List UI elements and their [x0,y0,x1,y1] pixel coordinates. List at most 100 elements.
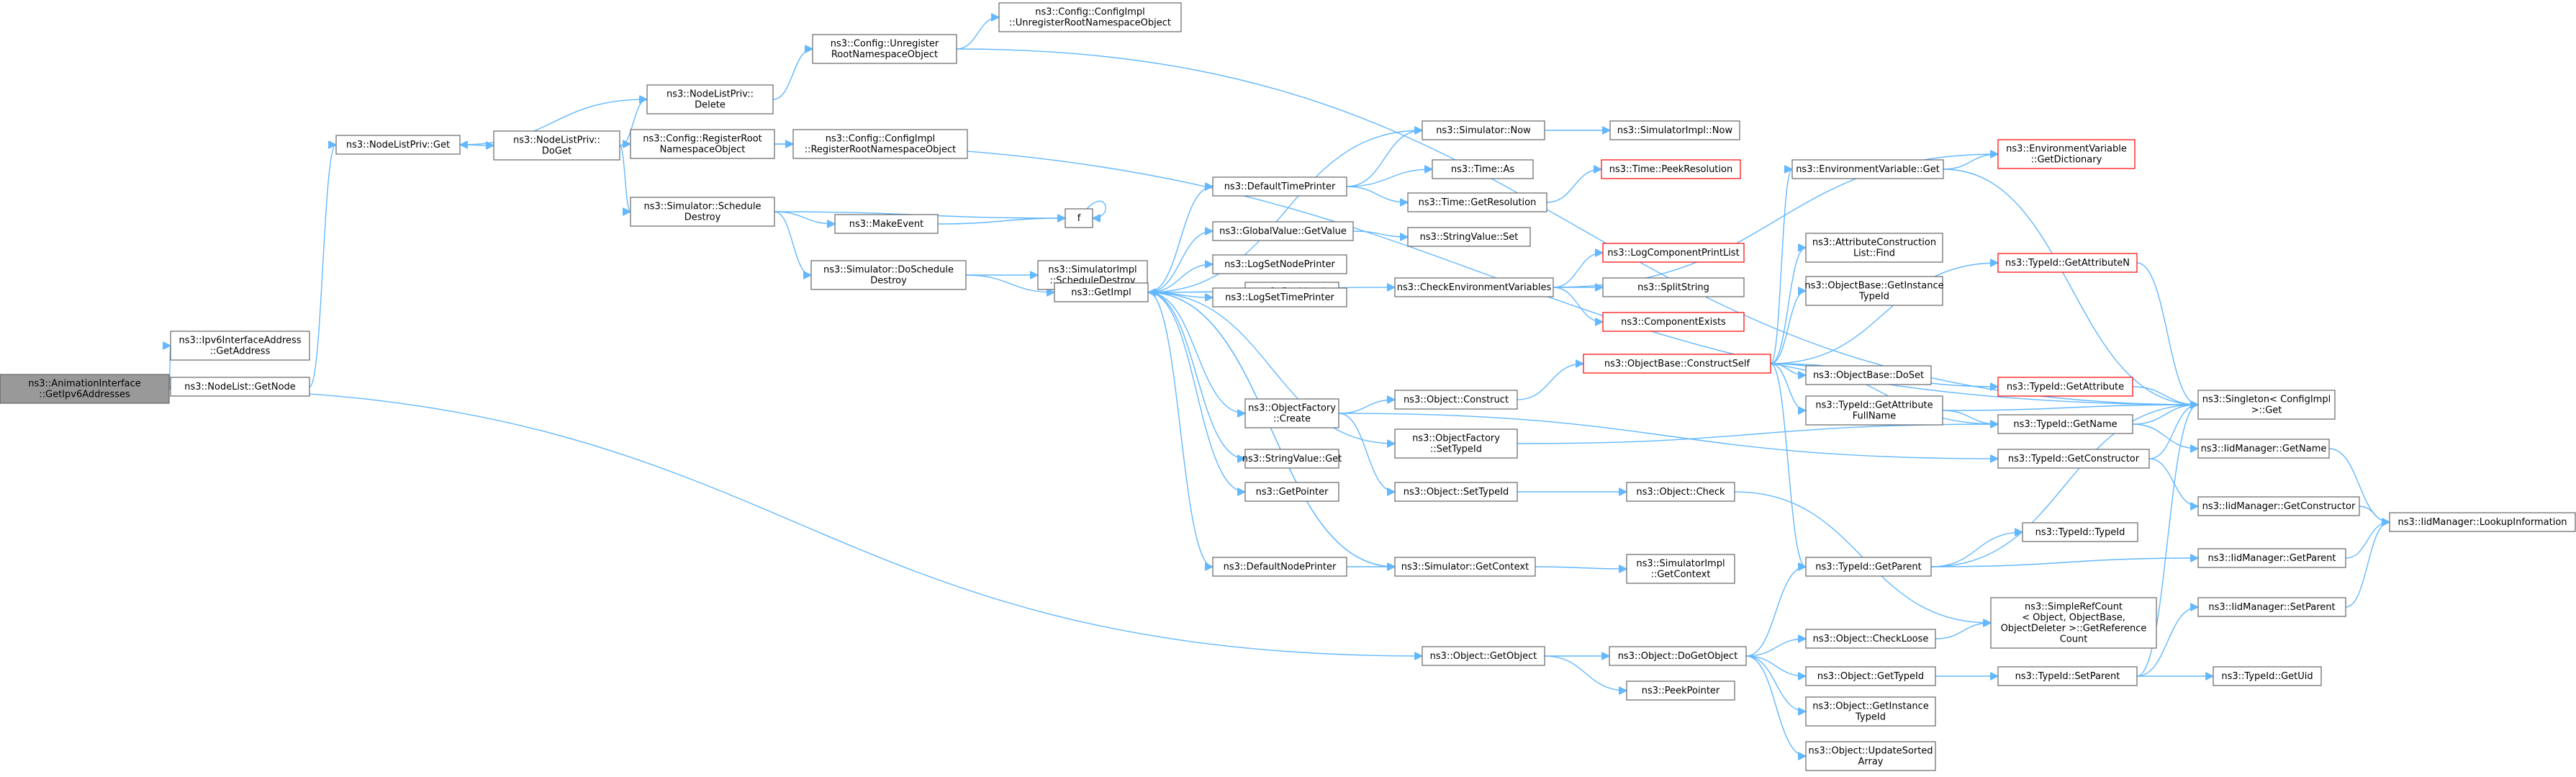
node-simimpl_sched_destroy[interactable]: ns3::SimulatorImpl::ScheduleDestroy [1037,260,1148,290]
node-singleton_get[interactable]: ns3::Singleton< ConfigImpl >::Get [2197,390,2336,420]
node-box [1602,312,1745,332]
edge-typeid_setparent-to-iidm_setparent [2136,607,2198,677]
node-logsettimeprinter[interactable]: ns3::LogSetTimePrinter [1212,287,1347,307]
node-sim_now[interactable]: ns3::Simulator::Now [1422,120,1545,140]
node-time_peekres[interactable]: ns3::Time::PeekResolution [1601,159,1741,179]
node-box [1394,390,1518,410]
node-typeid_getctor[interactable]: ns3::TypeId::GetConstructor [1997,449,2150,469]
node-comp_exists[interactable]: ns3::ComponentExists [1602,312,1745,332]
node-typeid_getname[interactable]: ns3::TypeId::GetName [1997,414,2133,434]
node-iidm_getctor[interactable]: ns3::IidManager::GetConstructor [2197,496,2360,516]
node-label: ns3::LogComponentPrintList [1607,248,1739,259]
node-typeid_setparent[interactable]: ns3::TypeId::SetParent [1997,666,2138,686]
node-label: ns3::Time::As [1451,164,1515,175]
edge-objbase_constructself-to-typeid_getattrfull [1770,363,1807,410]
node-cfg_unreg[interactable]: ns3::Config::UnregisterRootNamespaceObje… [812,34,957,64]
node-box [170,331,310,361]
node-box [1394,428,1518,459]
node-strval_set[interactable]: ns3::StringValue::Set [1407,227,1531,247]
edge-typeid_getparent-to-iidm_getparent [1930,558,2198,567]
node-cfgimpl_unreg[interactable]: ns3::Config::ConfigImpl::UnregisterRootN… [998,2,1182,32]
node-ipv6addr[interactable]: ns3::Ipv6InterfaceAddress::GetAddress [170,331,310,361]
edge-check_env-to-comp_exists [1553,287,1603,322]
node-obj_gettypeid[interactable]: ns3::Object::GetTypeId [1805,666,1936,686]
node-simimpl_getcontext[interactable]: ns3::SimulatorImpl::GetContext [1626,554,1735,584]
node-f[interactable]: f [1065,208,1093,228]
node-sim_sched_destroy[interactable]: ns3::Simulator::ScheduleDestroy [630,197,775,227]
node-obj_getobject[interactable]: ns3::Object::GetObject [1422,646,1545,666]
node-iidm_lookup[interactable]: ns3::IidManager::LookupInformation [2389,512,2576,532]
node-box [1805,557,1932,577]
node-box [2389,512,2576,532]
edge-typeid_getattrn-to-singleton_get [2136,262,2199,405]
node-label: FullName [1853,411,1897,422]
node-obj_check[interactable]: ns3::Object::Check [1626,482,1735,502]
node-simimpl_now[interactable]: ns3::SimulatorImpl::Now [1609,120,1740,140]
node-label: ns3::Object::Check [1636,487,1725,498]
node-box [1602,243,1745,263]
node-envvar_getdict[interactable]: ns3::EnvironmentVariable::GetDictionary [1997,139,2136,169]
node-box [1626,554,1735,584]
node-typeid_typeid[interactable]: ns3::TypeId::TypeId [2022,522,2138,542]
node-obj_settypeid[interactable]: ns3::Object::SetTypeId [1394,482,1518,502]
node-time_as[interactable]: ns3::Time::As [1432,159,1534,179]
node-obj_checkloose[interactable]: ns3::Object::CheckLoose [1805,629,1936,649]
node-time_getres[interactable]: ns3::Time::GetResolution [1407,192,1547,212]
node-def_time_printer[interactable]: ns3::DefaultTimePrinter [1212,176,1347,197]
node-box [1997,414,2133,434]
node-objbase_constructself[interactable]: ns3::ObjectBase::ConstructSelf [1583,354,1771,374]
node-iidm_getparent[interactable]: ns3::IidManager::GetParent [2197,548,2346,568]
node-typeid_getparent[interactable]: ns3::TypeId::GetParent [1805,557,1932,577]
node-strval_get[interactable]: ns3::StringValue::Get [1242,449,1342,469]
node-label: ns3::Simulator::GetContext [1401,562,1529,572]
node-label: ::UnregisterRootNamespaceObject [1009,18,1171,29]
node-gv_getvalue[interactable]: ns3::GlobalValue::GetValue [1212,221,1354,241]
node-nlp_get[interactable]: ns3::NodeListPriv::Get [335,135,461,155]
node-typeid_getattrn[interactable]: ns3::TypeId::GetAttributeN [1997,253,2138,273]
node-nlp_doget[interactable]: ns3::NodeListPriv::DoGet [493,130,620,161]
node-logsetnodeprinter[interactable]: ns3::LogSetNodePrinter [1212,254,1347,274]
node-logcomp_printlist[interactable]: ns3::LogComponentPrintList [1602,243,1745,263]
node-sim_getcontext[interactable]: ns3::Simulator::GetContext [1394,557,1536,577]
node-getpointer[interactable]: ns3::GetPointer [1244,482,1339,502]
node-objfactory_create[interactable]: ns3::ObjectFactory::Create [1244,398,1339,428]
node-obj_construct[interactable]: ns3::Object::Construct [1394,390,1518,410]
node-iidm_setparent[interactable]: ns3::IidManager::SetParent [2197,597,2346,617]
node-root[interactable]: ns3::AnimationInterface::GetIpv6Addresse… [0,374,170,404]
node-obj_dogetobject[interactable]: ns3::Object::DoGetObject [1609,646,1747,666]
node-makeevent[interactable]: ns3::MakeEvent [834,214,939,234]
edge-typeid_getattrfull-to-singleton_get [1942,405,2198,411]
node-peekpointer[interactable]: ns3::PeekPointer [1626,681,1735,701]
node-label: ns3::Ipv6InterfaceAddress [178,336,301,346]
node-objbase_doset[interactable]: ns3::ObjectBase::DoSet [1805,365,1932,385]
node-splitstring[interactable]: ns3::SplitString [1602,277,1745,297]
node-check_env[interactable]: ns3::CheckEnvironmentVariables [1394,277,1554,297]
node-def_node_printer[interactable]: ns3::DefaultNodePrinter [1212,557,1347,577]
node-getimpl[interactable]: ns3::GetImpl [1054,282,1149,302]
node-typeid_getattr[interactable]: ns3::TypeId::GetAttribute [1997,377,2133,397]
edge-makeevent-to-f [937,218,1065,225]
node-cfgimpl_reg[interactable]: ns3::Config::ConfigImpl::RegisterRootNam… [792,129,968,159]
node-typeid_getuid[interactable]: ns3::TypeId::GetUid [2213,666,2322,686]
node-box [1805,233,1943,263]
node-cfg_reg[interactable]: ns3::Config::RegisterRootNamespaceObject [630,129,775,159]
node-label: ns3::Simulator::Now [1436,125,1531,136]
node-simplerefcount[interactable]: ns3::SimpleRefCount< Object, ObjectBase,… [1990,597,2157,649]
node-objfactory_settypeid[interactable]: ns3::ObjectFactory::SetTypeId [1394,428,1518,459]
node-label: ns3::ComponentExists [1621,317,1726,328]
edge-nlp_doget-to-sim_sched_destroy [619,145,631,212]
node-iidm_getname[interactable]: ns3::IidManager::GetName [2197,439,2330,459]
node-nl_getnode[interactable]: ns3::NodeList::GetNode [170,377,310,397]
node-nlp_delete[interactable]: ns3::NodeListPriv::Delete [646,84,774,114]
node-box [834,214,939,234]
node-label: f [1077,213,1081,224]
node-envvar_get[interactable]: ns3::EnvironmentVariable::Get [1791,159,1944,179]
edge-objbase_constructself-to-attrcons_find [1770,248,1807,364]
node-label: ns3::ObjectBase::ConstructSelf [1604,359,1750,369]
